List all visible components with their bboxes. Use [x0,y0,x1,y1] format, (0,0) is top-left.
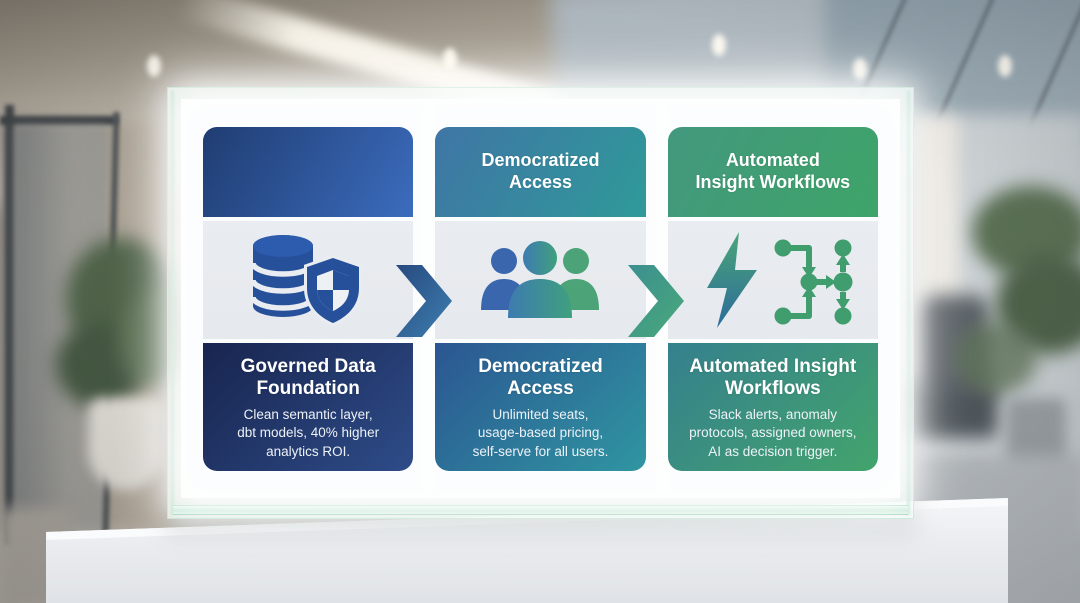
team-users-icon [481,241,600,318]
bokeh-light [712,34,726,56]
step3-footer: Automated Insight Workflows Slack alerts… [667,343,878,471]
step2-header-label: Democratized Access [481,150,600,192]
bokeh-light [853,58,867,80]
bokeh-light [443,48,457,70]
step-card-democratized-access: Democratized Access [435,127,646,471]
chevron-right-icon [396,265,452,337]
plant-pot-left [88,398,164,490]
step1-footer: Governed Data Foundation Clean semantic … [203,343,414,471]
lightning-workflow-icon [706,232,853,328]
glass-edge-bottom [173,505,908,515]
step1-icon-area [203,221,414,339]
chevron-right-icon [628,265,684,337]
step3-description: Slack alerts, anomaly protocols, assigne… [689,407,857,459]
infographic-panel: Governed Data Foundation Clean semantic … [181,99,900,498]
glass-edge-left [171,91,174,515]
partition-frame [5,105,14,545]
step2-description: Unlimited seats, usage-based pricing, se… [472,407,609,459]
step2-icon-area [435,221,646,339]
plant-right [955,322,1037,394]
step-card-automated-insight-workflows: Automated Insight Workflows [667,127,878,471]
step3-header: Automated Insight Workflows [667,127,878,217]
glass-display-panel: Governed Data Foundation Clean semantic … [167,87,914,519]
glass-edge-right [907,91,910,515]
bokeh-light [147,55,161,77]
step1-header [203,127,414,217]
step3-icon-area [667,221,878,339]
step2-header: Democratized Access [435,127,646,217]
database-shield-icon [250,235,363,327]
bokeh-light [998,55,1012,77]
step2-title: Democratized Access [478,356,603,400]
step1-description: Clean semantic layer, dbt models, 40% hi… [237,407,380,459]
step2-footer: Democratized Access Unlimited seats, usa… [435,343,646,471]
step1-title: Governed Data Foundation [240,356,376,400]
step-card-governed-data-foundation: Governed Data Foundation Clean semantic … [203,127,414,471]
step3-header-label: Automated Insight Workflows [695,150,851,192]
step3-title: Automated Insight Workflows [689,356,857,400]
partition-frame [0,116,118,125]
process-steps: Governed Data Foundation Clean semantic … [203,127,878,471]
